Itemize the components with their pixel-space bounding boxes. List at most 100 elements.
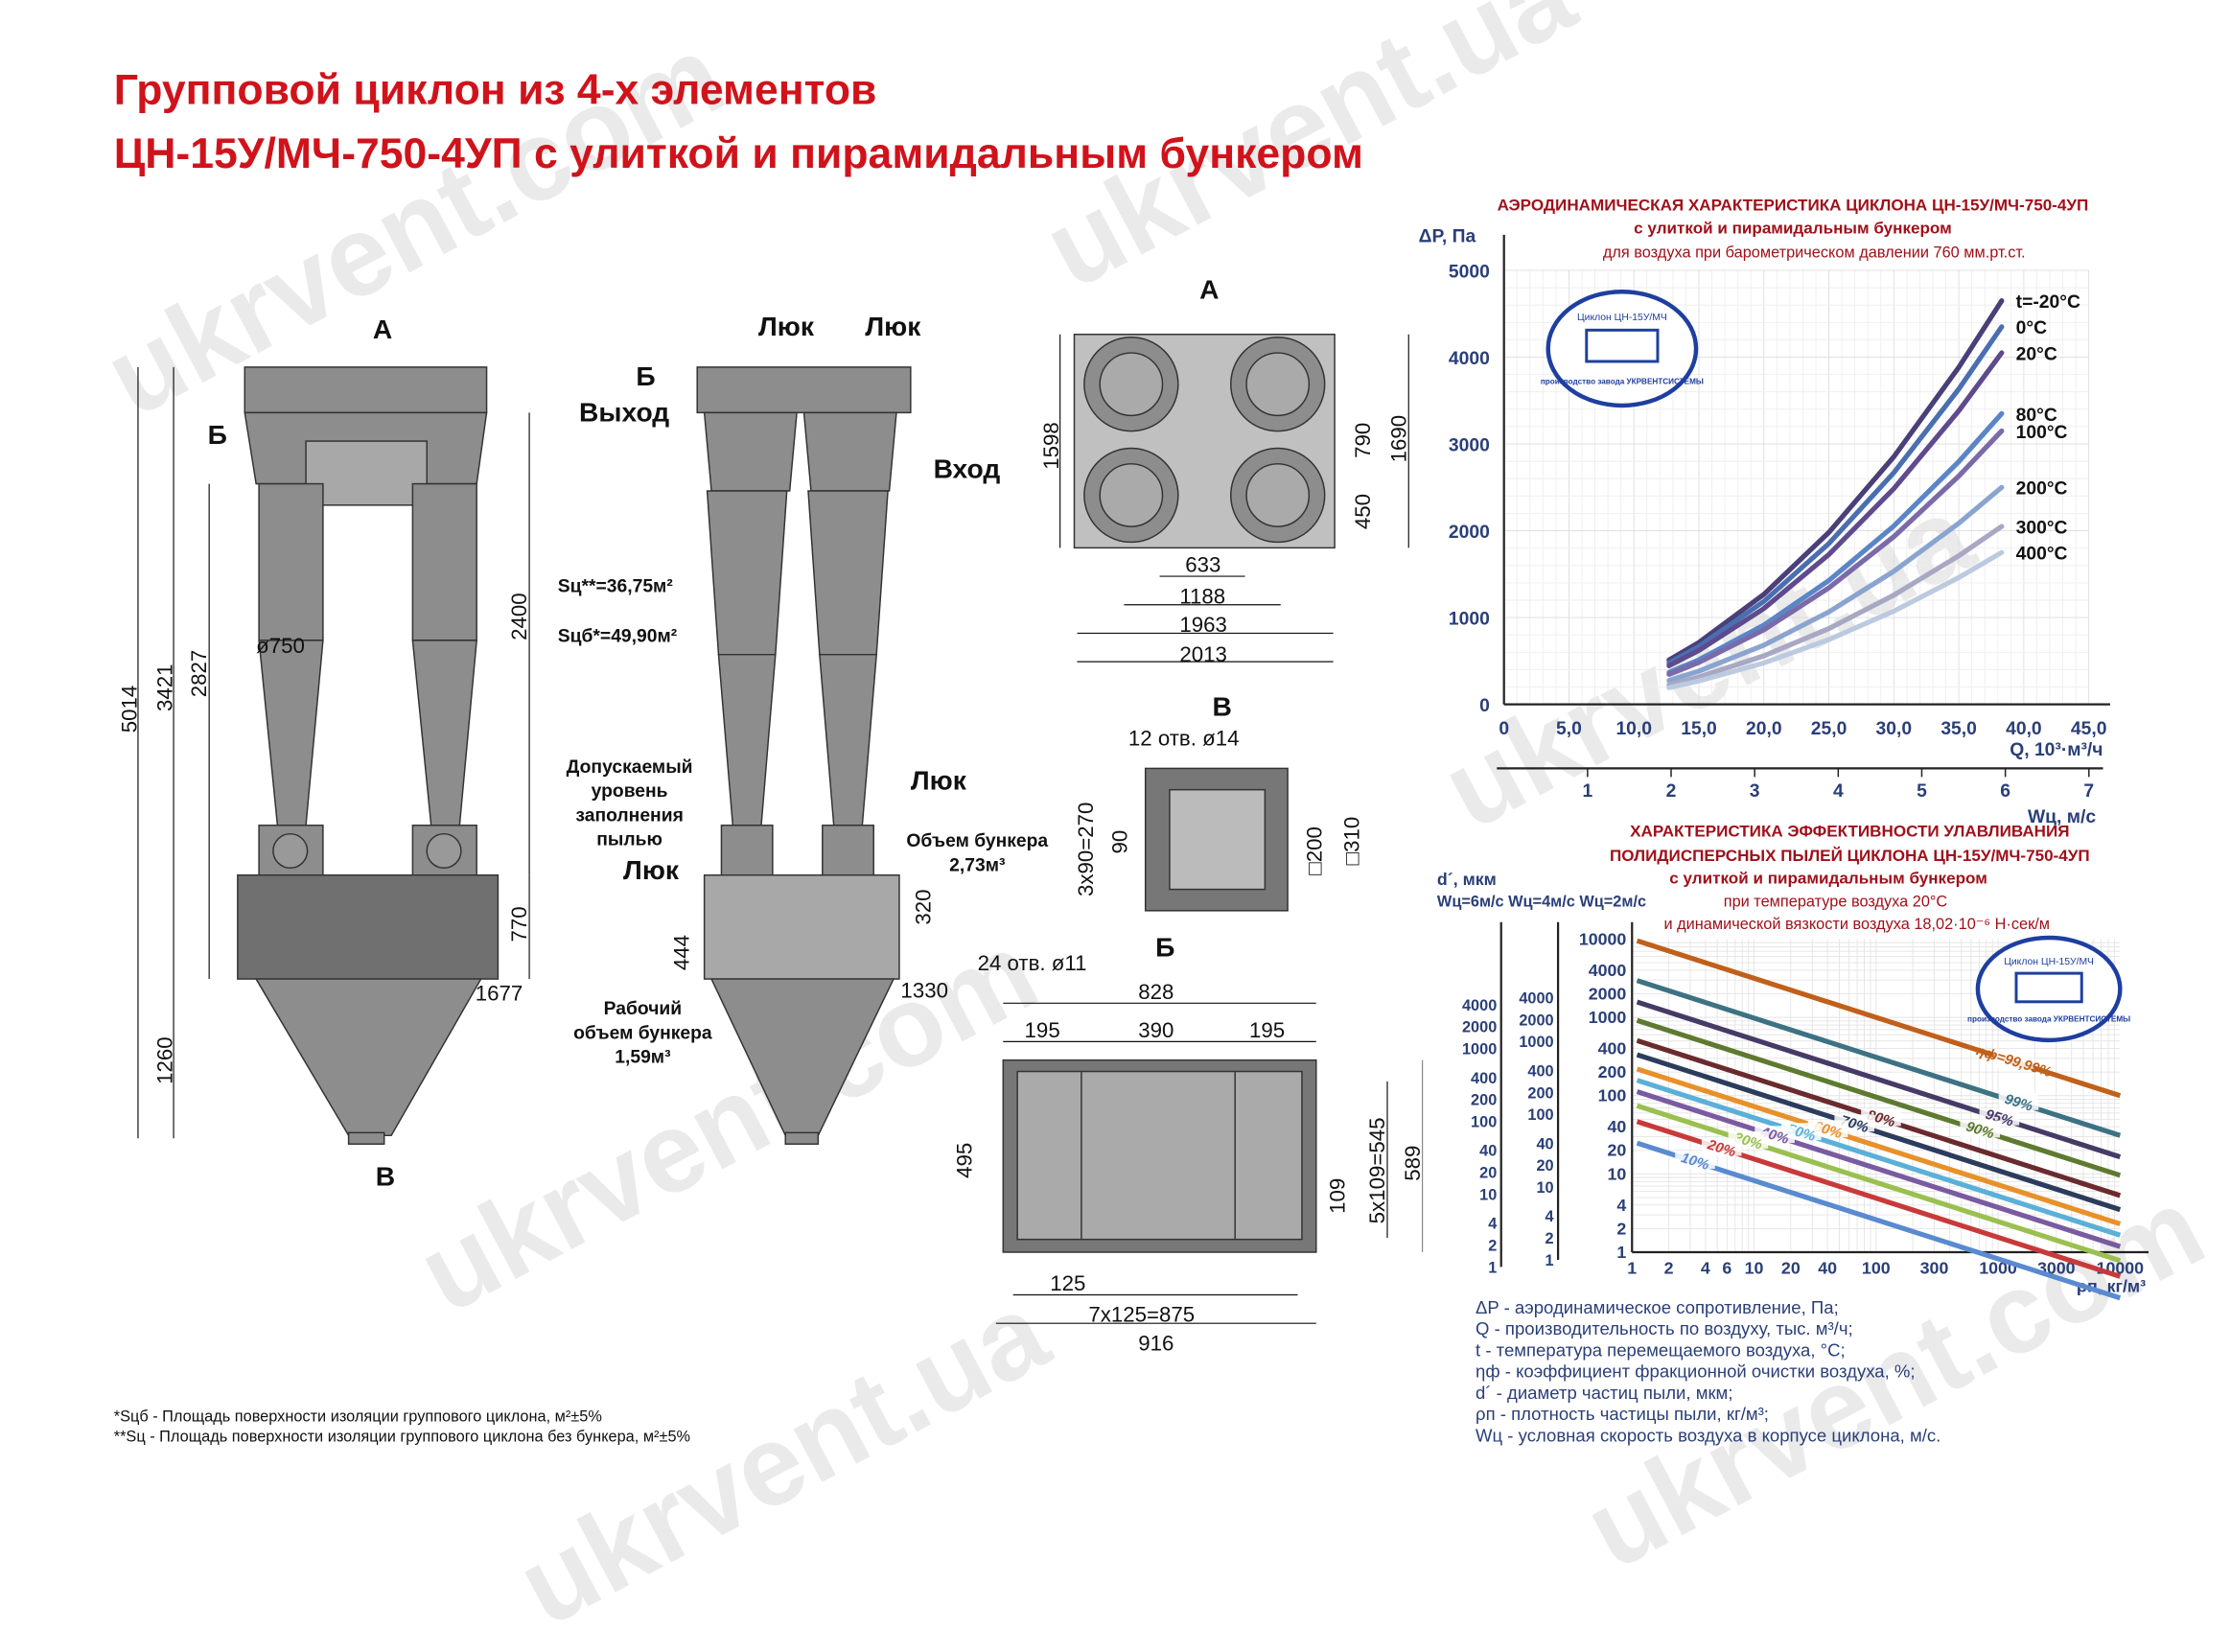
- series-line: [1666, 484, 2005, 684]
- dim-90: 90: [1108, 829, 1133, 854]
- series-line: [1666, 324, 2005, 665]
- series-line: [1636, 1078, 2122, 1238]
- dim-1963: 1963: [1179, 613, 1227, 638]
- holes-label: 12 отв. ø14: [1127, 727, 1240, 752]
- y-tick-label: 2000: [1589, 984, 1627, 1003]
- dim-320: 320: [912, 889, 937, 925]
- dim-1260: 1260: [153, 1036, 178, 1084]
- hatch-label: Люк: [910, 766, 966, 798]
- legend-list: ΔP - аэродинамическое сопротивление, Па;…: [1476, 1297, 1941, 1447]
- dim-450: 450: [1351, 493, 1377, 530]
- series-line: [1666, 549, 2005, 690]
- w-tick-label: 2: [1488, 1237, 1497, 1254]
- w-tick-label: 200: [1471, 1092, 1497, 1109]
- note-line: объем бункера: [573, 1021, 712, 1043]
- dim-390: 390: [1138, 1018, 1174, 1043]
- note-line: Объем бункера: [906, 829, 1049, 851]
- w-tick-label: 200: [1527, 1084, 1553, 1102]
- x-tick-label: 40: [1818, 1258, 1837, 1277]
- w-tick-label: 1000: [1462, 1041, 1497, 1059]
- w-tick-label: 100: [1527, 1106, 1553, 1124]
- logo-text: Циклон ЦН-15У/МЧ: [2004, 957, 2094, 967]
- dim-633: 633: [1185, 553, 1221, 578]
- y-tick-label: 3000: [1449, 435, 1490, 455]
- w-tick-label: 1: [1488, 1259, 1497, 1276]
- chart2-subtitle: с улиткой и пирамидальным бункером: [1669, 871, 1987, 889]
- dim-495: 495: [953, 1142, 978, 1178]
- x-tick-label: 1: [1627, 1258, 1637, 1277]
- series-line: [1636, 1089, 2122, 1249]
- footnote: *Sцб - Площадь поверхности изоляции груп…: [113, 1408, 602, 1427]
- x-tick-label: 20: [1781, 1258, 1801, 1277]
- y-tick-label: 200: [1598, 1062, 1627, 1082]
- x-tick-label: 20,0: [1746, 719, 1782, 739]
- series-line: [1636, 1017, 2122, 1178]
- chart1-title: АЭРОДИНАМИЧЕСКАЯ ХАРАКТЕРИСТИКА ЦИКЛОНА …: [1497, 198, 2089, 216]
- x-tick-label: 2: [1664, 1258, 1674, 1277]
- note-line: 2,73м³: [949, 853, 1006, 875]
- w-tick-label: 20: [1479, 1165, 1497, 1182]
- x2-tick-label: 1: [1582, 781, 1592, 802]
- front-top-box: [244, 366, 488, 414]
- note-line: пылью: [596, 827, 662, 850]
- logo-cyclone-icon: [2014, 971, 2083, 1004]
- series-line: [1636, 1052, 2122, 1213]
- view-mark-b: Б: [636, 362, 656, 393]
- legend-item: Wц - условная скорость воздуха в корпусе…: [1476, 1426, 1941, 1446]
- w-tick-label: 4000: [1462, 997, 1497, 1014]
- w-tick-label: 4000: [1519, 990, 1553, 1008]
- y-tick-label: 10000: [1579, 929, 1627, 948]
- y-tick-label: 2: [1616, 1219, 1626, 1238]
- chart2-note1: при температуре воздуха 20°С: [1723, 894, 1948, 911]
- dim-2400: 2400: [507, 593, 533, 640]
- dim-7x125: 7x125=875: [1088, 1303, 1196, 1328]
- series-label: 0°C: [2016, 318, 2047, 338]
- w-tick-label: 1: [1545, 1252, 1554, 1269]
- w-tick-label: 400: [1471, 1070, 1497, 1087]
- note-line: заполнения: [575, 803, 684, 826]
- x2-tick-label: 7: [2083, 781, 2094, 802]
- x-tick-label: 6: [1722, 1258, 1731, 1277]
- y-tick-label: 20: [1608, 1141, 1627, 1160]
- x-tick-label: 45,0: [2071, 719, 2107, 739]
- y-tick-label: 5000: [1449, 262, 1490, 282]
- w-tick-label: 100: [1471, 1113, 1497, 1130]
- legend-item: d´ - диаметр частиц пыли, мкм;: [1476, 1383, 1733, 1404]
- w-tick-label: 2000: [1462, 1019, 1497, 1036]
- x-tick-label: 10,0: [1615, 719, 1652, 739]
- w-tick-label: 4: [1545, 1208, 1554, 1225]
- w-axis-label: Wц=6м/с: [1437, 893, 1504, 910]
- label-bg: [1701, 1138, 1742, 1156]
- dim-195: 195: [1024, 1018, 1060, 1043]
- series-label: 90%: [1964, 1119, 1996, 1142]
- legend-item: t - температура перемещаемого воздуха, °…: [1476, 1340, 1846, 1361]
- w-axis-label: Wц=4м/с: [1508, 893, 1575, 910]
- y-axis-label: ΔP, Па: [1419, 226, 1476, 246]
- outlet-label: Выход: [579, 398, 670, 429]
- w-tick-label: 1000: [1519, 1034, 1553, 1051]
- series-line: [1636, 978, 2122, 1138]
- w-tick-label: 20: [1536, 1157, 1553, 1175]
- dim-2827: 2827: [187, 649, 213, 698]
- area-scb: Sцб*=49,90м²: [557, 624, 678, 646]
- x2-tick-label: 2: [1666, 781, 1677, 802]
- series-label: 400°C: [2016, 545, 2068, 565]
- x2-tick-label: 5: [1917, 781, 1927, 802]
- dim-444: 444: [670, 935, 695, 971]
- logo-icon: [1545, 290, 1699, 408]
- y-tick-label: 400: [1598, 1039, 1627, 1059]
- x-tick-label: 35,0: [1941, 719, 1977, 739]
- dim-770: 770: [507, 906, 533, 942]
- view-title-b: Б: [1155, 933, 1175, 964]
- y-tick-label: 10: [1608, 1164, 1627, 1183]
- hatch-label: Люк: [623, 856, 680, 887]
- area-sc: Sц**=36,75м²: [557, 574, 673, 596]
- series-line: [1666, 524, 2005, 687]
- view-mark-b: Б: [207, 421, 227, 452]
- series-line: [1666, 428, 2005, 677]
- logo-cyclone-icon: [1585, 328, 1660, 363]
- series-line: [1636, 1140, 2122, 1301]
- chart2-title: ХАРАКТЕРИСТИКА ЭФФЕКТИВНОСТИ УЛАВЛИВАНИЯ: [1630, 824, 2070, 842]
